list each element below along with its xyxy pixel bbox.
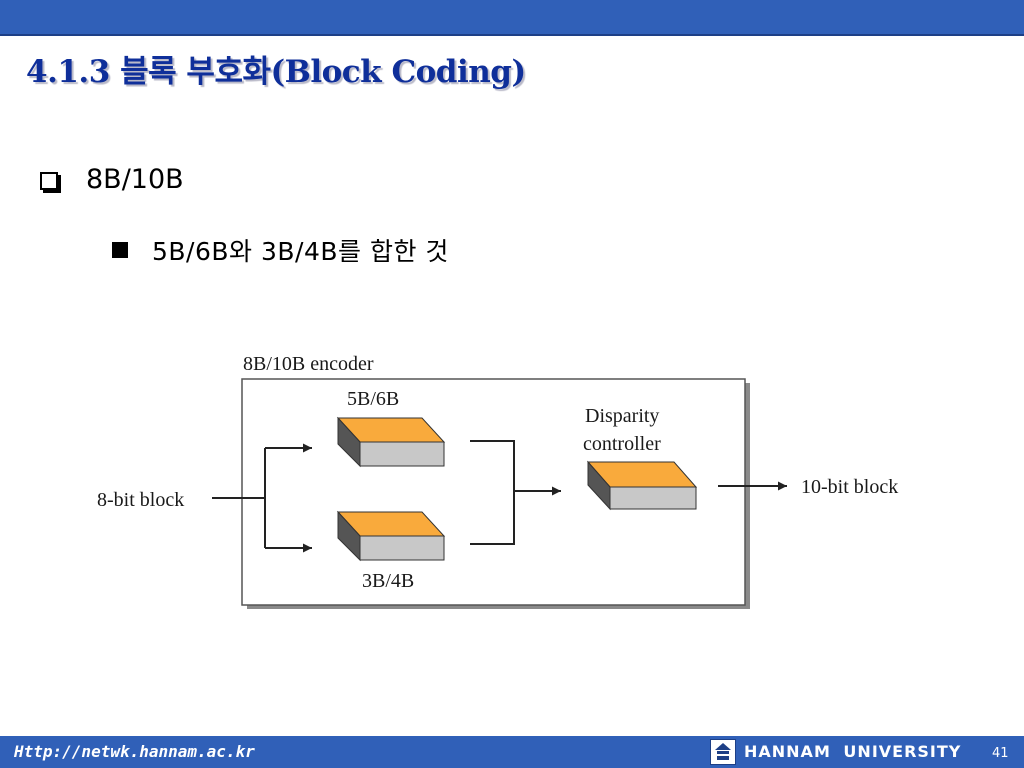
controller-label-line1: Disparity [585, 405, 659, 427]
page-number: 41 [992, 746, 1009, 761]
output-label: 10-bit block [801, 476, 898, 498]
disparity-controller-block [586, 460, 698, 511]
hollow-square-bullet-icon [40, 171, 58, 190]
top-header-bar [0, 0, 1024, 36]
lower-block-label: 3B/4B [362, 570, 414, 592]
solid-square-bullet-icon [112, 242, 128, 258]
bullet-level2: 5B/6B와 3B/4B를 합한 것 [112, 232, 449, 268]
block-5b6b [336, 416, 446, 468]
footer-bar [0, 736, 1024, 768]
upper-block-label: 5B/6B [347, 388, 399, 410]
merge-bracket [470, 440, 515, 545]
bullet-level2-text: 5B/6B와 3B/4B를 합한 것 [152, 237, 449, 266]
bullet-level1-text: 8B/10B [86, 164, 184, 195]
slide-title: 4.1.3 블록 부호화(Block Coding) [26, 54, 526, 90]
bullet-level1: 8B/10B [40, 164, 184, 195]
block-3b4b [336, 510, 446, 562]
input-label: 8-bit block [97, 489, 184, 511]
controller-label-line2: controller [583, 433, 661, 455]
footer-university-name: HANNAM UNIVERSITY [744, 742, 962, 761]
encoder-label: 8B/10B encoder [243, 353, 374, 375]
university-logo-icon [710, 739, 736, 765]
footer-url-link[interactable]: Http://netwk.hannam.ac.kr [14, 742, 255, 761]
